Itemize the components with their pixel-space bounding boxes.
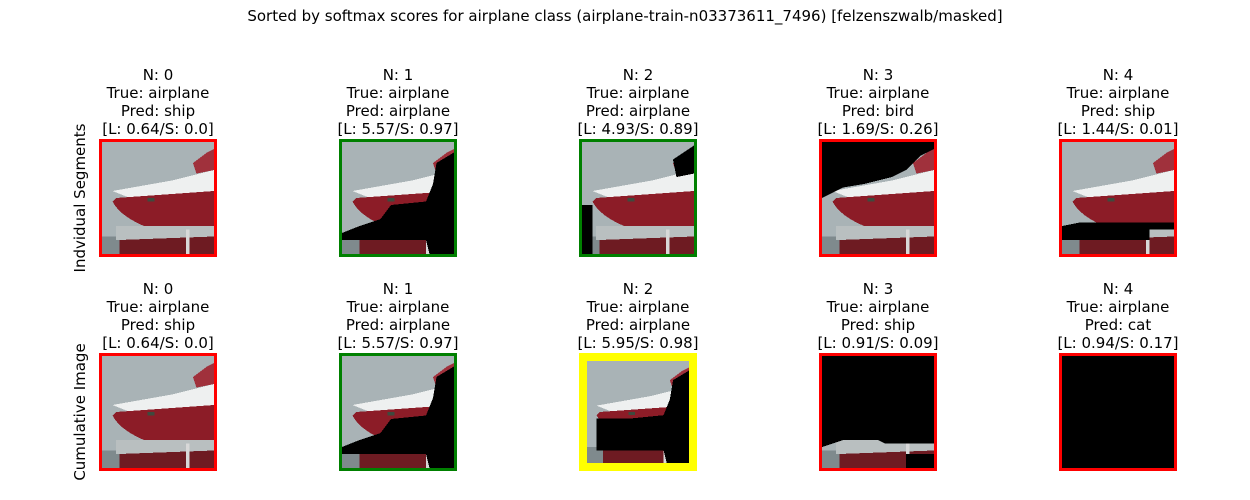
segment-image <box>819 139 937 257</box>
panel-pred: Pred: cat <box>1084 316 1152 334</box>
panel-title: N: 2 True: airplane Pred: airplane [L: 5… <box>548 280 728 352</box>
cumulative-image <box>339 353 457 471</box>
cumulative-image <box>1059 353 1177 471</box>
panel-pred: Pred: airplane <box>345 316 451 334</box>
panel-title: N: 1 True: airplane Pred: airplane [L: 5… <box>308 66 488 138</box>
row-label-text: Indvidual Segments <box>71 123 89 273</box>
row-label-text: Cumulative Image <box>71 343 89 481</box>
segment-image <box>99 139 217 257</box>
panel-pred: Pred: airplane <box>585 316 691 334</box>
panel-true: True: airplane <box>586 298 690 316</box>
panel-pred: Pred: ship <box>120 102 196 120</box>
panel-scores: [L: 5.95/S: 0.98] <box>577 334 699 352</box>
panel-title: N: 0 True: airplane Pred: ship [L: 0.64/… <box>68 66 248 138</box>
panel-scores: [L: 1.44/S: 0.01] <box>1057 120 1179 138</box>
panel-pred: Pred: bird <box>841 102 915 120</box>
ship-thumbnail <box>342 142 454 254</box>
ship-thumbnail <box>1062 142 1174 254</box>
panel-title: N: 0 True: airplane Pred: ship [L: 0.64/… <box>68 280 248 352</box>
panel-title: N: 4 True: airplane Pred: ship [L: 1.44/… <box>1028 66 1208 138</box>
segment-image <box>339 139 457 257</box>
panel-scores: [L: 5.57/S: 0.97] <box>337 334 459 352</box>
panel-n: N: 1 <box>382 280 414 298</box>
cumulative-image <box>819 353 937 471</box>
panel-true: True: airplane <box>826 84 930 102</box>
panel-title: N: 3 True: airplane Pred: bird [L: 1.69/… <box>788 66 968 138</box>
segment-image <box>1059 139 1177 257</box>
panel-pred: Pred: airplane <box>345 102 451 120</box>
figure-title: Sorted by softmax scores for airplane cl… <box>247 7 1003 25</box>
panel-n: N: 3 <box>862 280 894 298</box>
ship-thumbnail <box>822 142 934 254</box>
panel-true: True: airplane <box>586 84 690 102</box>
panel-title: N: 1 True: airplane Pred: airplane [L: 5… <box>308 280 488 352</box>
panel-true: True: airplane <box>826 298 930 316</box>
cumulative-image <box>99 353 217 471</box>
panel-n: N: 2 <box>622 66 654 84</box>
panel-true: True: airplane <box>106 298 210 316</box>
panel-scores: [L: 0.64/S: 0.0] <box>102 334 214 352</box>
ship-thumbnail <box>102 142 214 254</box>
ship-thumbnail <box>587 361 689 463</box>
panel-title: N: 3 True: airplane Pred: ship [L: 0.91/… <box>788 280 968 352</box>
ship-thumbnail <box>1062 356 1174 468</box>
panel-true: True: airplane <box>346 298 450 316</box>
ship-thumbnail <box>342 356 454 468</box>
panel-pred: Pred: ship <box>1080 102 1156 120</box>
panel-pred: Pred: ship <box>120 316 196 334</box>
panel-scores: [L: 0.64/S: 0.0] <box>102 120 214 138</box>
panel-scores: [L: 0.94/S: 0.17] <box>1057 334 1179 352</box>
ship-thumbnail <box>822 356 934 468</box>
panel-scores: [L: 1.69/S: 0.26] <box>817 120 939 138</box>
panel-pred: Pred: ship <box>840 316 916 334</box>
panel-scores: [L: 4.93/S: 0.89] <box>577 120 699 138</box>
panel-n: N: 1 <box>382 66 414 84</box>
panel-n: N: 2 <box>622 280 654 298</box>
panel-true: True: airplane <box>1066 298 1170 316</box>
panel-n: N: 0 <box>142 66 174 84</box>
panel-n: N: 3 <box>862 66 894 84</box>
panel-true: True: airplane <box>346 84 450 102</box>
panel-n: N: 4 <box>1102 66 1134 84</box>
panel-n: N: 0 <box>142 280 174 298</box>
panel-title: N: 4 True: airplane Pred: cat [L: 0.94/S… <box>1028 280 1208 352</box>
panel-pred: Pred: airplane <box>585 102 691 120</box>
ship-thumbnail <box>582 142 694 254</box>
panel-true: True: airplane <box>1066 84 1170 102</box>
cumulative-image <box>579 353 697 471</box>
panel-n: N: 4 <box>1102 280 1134 298</box>
panel-scores: [L: 0.91/S: 0.09] <box>817 334 939 352</box>
panel-scores: [L: 5.57/S: 0.97] <box>337 120 459 138</box>
segment-image <box>579 139 697 257</box>
panel-title: N: 2 True: airplane Pred: airplane [L: 4… <box>548 66 728 138</box>
panel-true: True: airplane <box>106 84 210 102</box>
ship-thumbnail <box>102 356 214 468</box>
